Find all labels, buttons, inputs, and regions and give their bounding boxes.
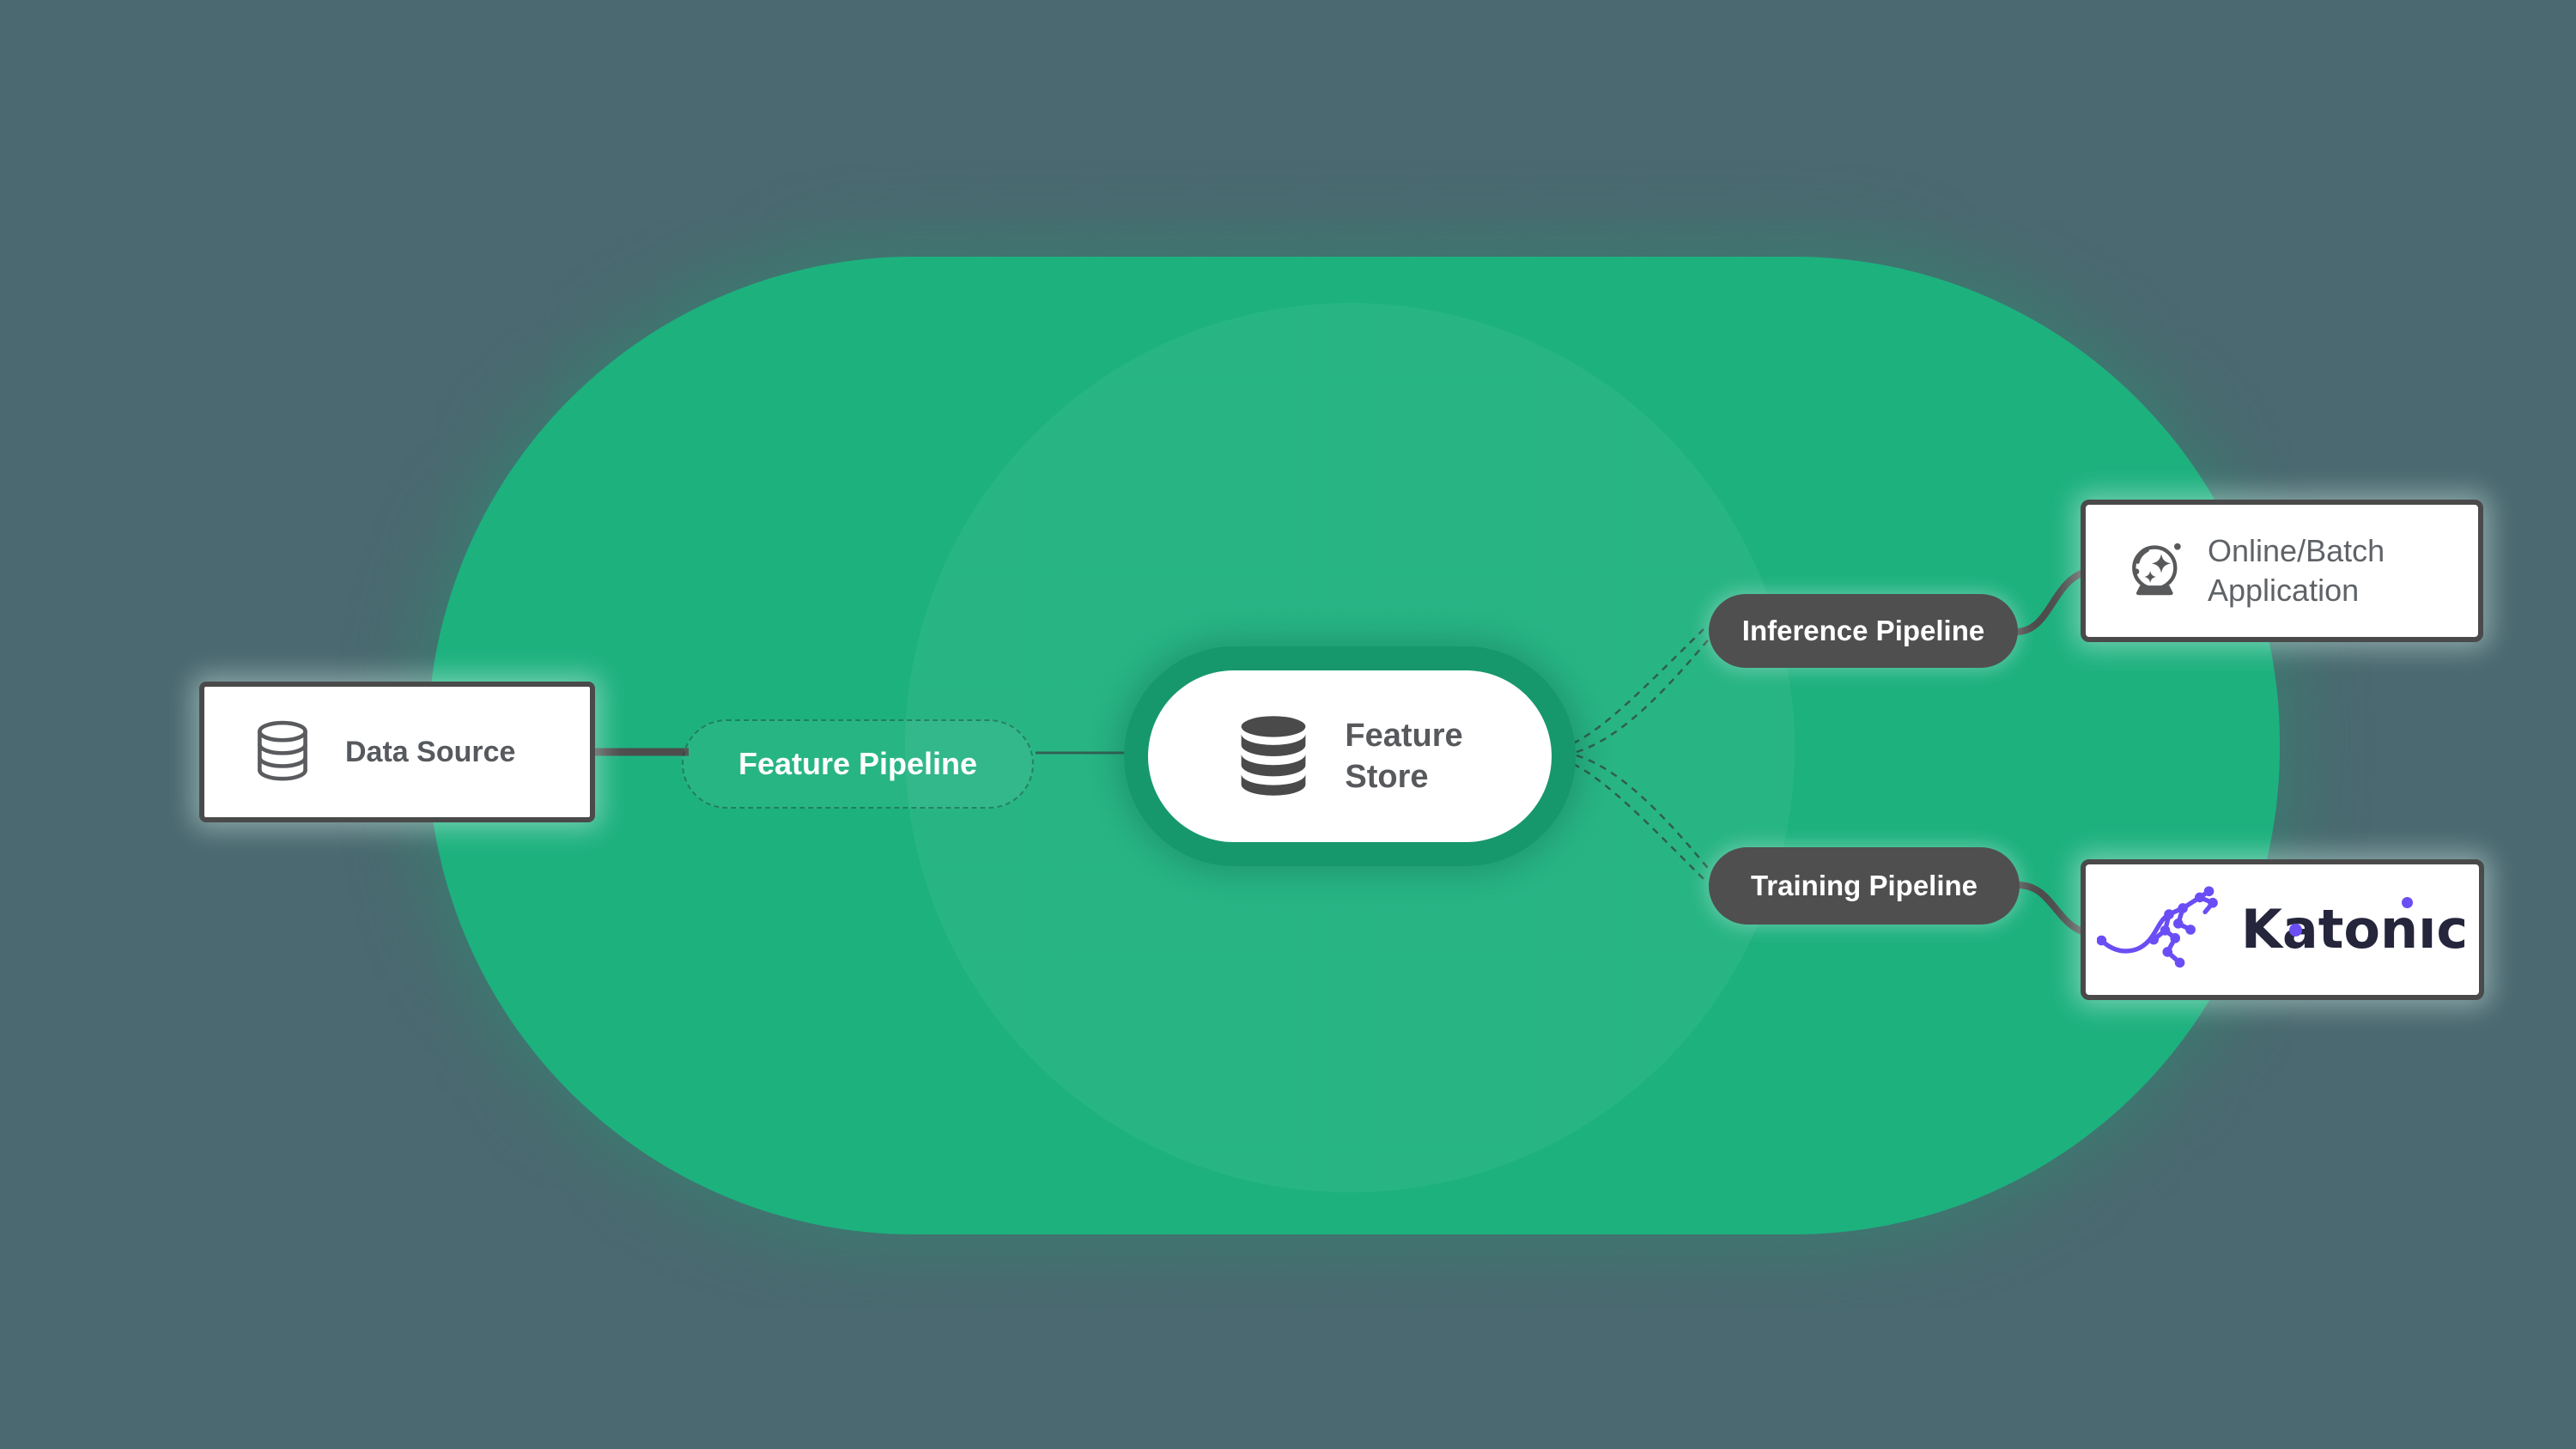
feature-store-label-line1: Feature	[1345, 718, 1463, 754]
crystal-ball-icon	[2132, 543, 2181, 596]
node-data-source[interactable]: Data Source	[199, 682, 595, 822]
connector-featurestore-training-b	[1576, 754, 1712, 873]
katonic-wordmark: Katonıc	[2241, 897, 2468, 956]
database-outline-icon	[258, 720, 307, 781]
node-feature-store[interactable]: Feature Store	[1124, 646, 1576, 866]
training-pipeline-label: Training Pipeline	[1750, 870, 1978, 901]
connector-featurestore-inference-a	[1572, 628, 1704, 745]
online-batch-label-line2: Application	[2208, 573, 2360, 608]
katonic-a-dot	[2288, 924, 2302, 937]
database-filled-icon	[1241, 716, 1306, 796]
feature-store-card: Feature Store	[1148, 670, 1552, 842]
online-batch-label-line1: Online/Batch	[2208, 533, 2385, 568]
connector-inference-onlinebatch	[2015, 568, 2088, 635]
node-feature-pipeline[interactable]: Feature Pipeline	[682, 719, 1034, 809]
connector-featurestore-inference-b	[1576, 635, 1712, 754]
node-training-pipeline[interactable]: Training Pipeline	[1709, 847, 2020, 925]
inference-pipeline-label: Inference Pipeline	[1741, 615, 1985, 646]
katonic-wordmark-end: c	[2436, 898, 2469, 961]
katonic-wordmark-start: Katon	[2240, 898, 2419, 961]
feature-store-label-line2: Store	[1345, 759, 1429, 795]
online-batch-label: Online/Batch Application	[2208, 531, 2385, 610]
katonic-i-dot	[2401, 897, 2413, 908]
node-online-batch-application[interactable]: Online/Batch Application	[2081, 500, 2483, 642]
connector-featurestore-training-a	[1572, 762, 1704, 880]
node-inference-pipeline[interactable]: Inference Pipeline	[1709, 594, 2018, 668]
node-katonic[interactable]: Katonıc	[2081, 859, 2484, 1000]
data-source-label: Data Source	[345, 735, 516, 768]
feature-store-label: Feature Store	[1345, 715, 1462, 797]
katonic-wordmark-i: ı	[2418, 898, 2437, 961]
feature-pipeline-label: Feature Pipeline	[738, 746, 978, 781]
kangaroo-logo-icon	[2096, 886, 2218, 968]
